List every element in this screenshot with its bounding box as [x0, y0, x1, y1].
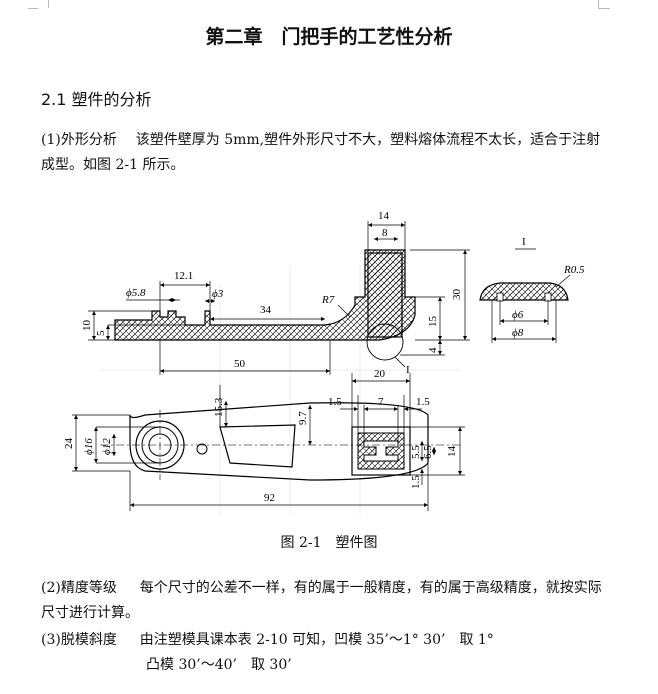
dim-34: 34: [260, 304, 272, 316]
paragraph-text-line1: 由注塑模具课本表 2-10 可知，凹模 35’～1° 30’ 取 1°: [139, 632, 494, 648]
detail-title: I: [522, 236, 526, 248]
dim-phi-6: ϕ6: [512, 309, 524, 321]
top-view-dimensions: [72, 373, 465, 511]
dim-20: 20: [374, 368, 386, 380]
dim-8: 8: [382, 227, 388, 239]
dim-15-3: 15.3: [213, 397, 225, 417]
dim-5-5: 5.5: [410, 445, 422, 459]
paragraph-text: 该塑件壁厚为 5mm,塑件外形尺寸不大，塑料熔体流程不太长，适合于注射成型。如图…: [41, 132, 601, 173]
paragraph-precision: (2)精度等级 每个尺寸的公差不一样，有的属于一般精度，有的属于高级精度，就按实…: [41, 576, 611, 626]
front-view-dimensions: [88, 221, 470, 375]
paragraph-label: (3)脱模斜度: [41, 632, 117, 648]
dim-phi-12: ϕ12: [101, 438, 113, 455]
paragraph-text-line2: 凸模 30’～40’ 取 30’: [146, 657, 292, 673]
page-corner-mark: [598, 8, 610, 9]
dim-9-7: 9.7: [297, 411, 309, 425]
dim-phi-3: ϕ3: [212, 288, 224, 300]
detail-ref-label: I: [406, 364, 410, 376]
section-heading: 2.1 塑件的分析: [41, 90, 152, 109]
part-drawing: I 14 8: [63, 210, 585, 515]
dim-phi-5-8: ϕ5.8: [126, 287, 146, 299]
dim-92: 92: [264, 492, 275, 504]
paragraph-shape-analysis: (1)外形分析 该塑件壁厚为 5mm,塑件外形尺寸不大，塑料熔体流程不太长，适合…: [41, 128, 611, 178]
dim-6-5: 6.5: [422, 445, 434, 459]
dim-4: 4: [427, 347, 439, 353]
dim-12-1: 12.1: [174, 270, 193, 282]
paragraph-text: 每个尺寸的公差不一样，有的属于一般精度，有的属于高级精度，就按实际尺寸进行计算。: [41, 580, 602, 621]
page-corner-mark: [38, 0, 49, 8]
dim-7: 7: [378, 396, 384, 408]
dim-5: 5: [95, 330, 107, 336]
page-corner-mark: [598, 0, 609, 8]
front-section-view: I: [114, 249, 416, 376]
figure-caption: 图 2-1 塑件图: [280, 535, 378, 551]
chapter-title: 第二章 门把手的工艺性分析: [205, 26, 453, 48]
dim-1-5-right: 1.5: [416, 396, 430, 408]
dim-14-top: 14: [446, 446, 458, 458]
dim-1-5-bottom: 1.5: [410, 475, 422, 489]
dim-phi-8: ϕ8: [512, 327, 524, 339]
paragraph-label: (2)精度等级: [41, 580, 117, 596]
dim-24: 24: [63, 438, 75, 450]
dim-50: 50: [234, 358, 246, 370]
paragraph-draft-angle: (3)脱模斜度 由注塑模具课本表 2-10 可知，凹模 35’～1° 30’ 取…: [41, 628, 611, 678]
dim-phi-16: ϕ16: [83, 438, 95, 455]
paragraph-label: (1)外形分析: [41, 132, 117, 148]
page-corner-mark: [28, 8, 38, 9]
detail-view: I R0.5 ϕ6 ϕ8: [479, 236, 585, 343]
dim-14: 14: [378, 210, 390, 222]
dim-1-5-left: 1.5: [328, 396, 342, 408]
dim-r0-5: R0.5: [563, 264, 585, 276]
top-view: [100, 402, 460, 481]
dim-15: 15: [427, 316, 439, 328]
dim-r7: R7: [321, 294, 335, 306]
dim-30: 30: [451, 289, 463, 301]
dim-10: 10: [81, 320, 93, 332]
